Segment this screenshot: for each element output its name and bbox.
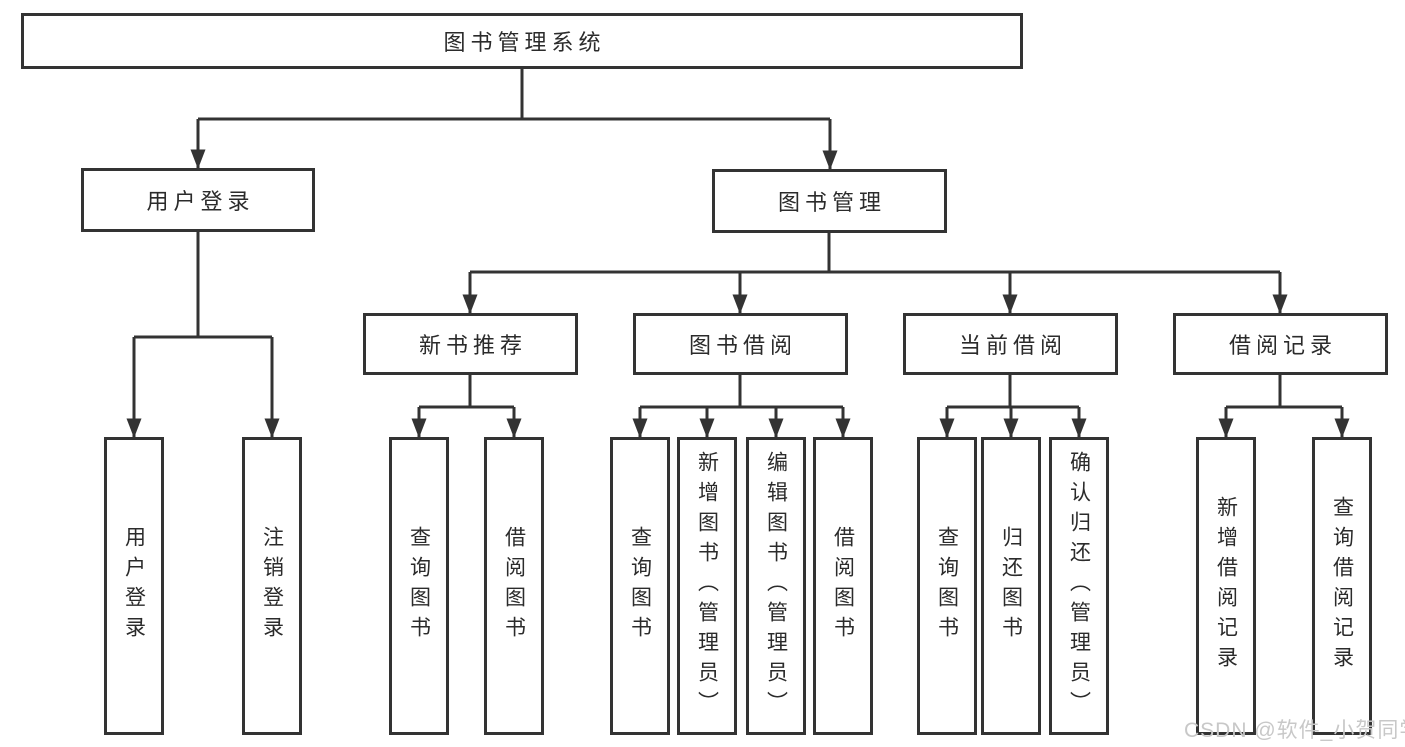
node-book-borrow: 图书借阅 [633,313,848,375]
leaf-query-borrow-record-label: 查询借阅记录 [1330,496,1354,676]
leaf-query-books-current-label: 查询图书 [935,526,959,646]
watermark-text: CSDN @软件_小贺同学 [1184,719,1405,742]
leaf-confirm-return-admin-label: 确认归还（管理员） [1067,451,1091,721]
leaf-add-borrow-record-label: 新增借阅记录 [1214,496,1238,676]
leaf-user-login: 用户登录 [104,437,164,735]
wire-book-management-to-level3 [462,233,1288,314]
node-root: 图书管理系统 [21,13,1023,69]
node-current-borrow-label: 当前借阅 [958,333,1067,358]
leaf-edit-book-admin-label: 编辑图书（管理员） [764,451,788,721]
node-borrow-records: 借阅记录 [1173,313,1388,375]
leaf-borrow-books-recommend: 借阅图书 [484,437,544,735]
leaf-query-books-current: 查询图书 [917,437,977,735]
leaf-edit-book-admin: 编辑图书（管理员） [746,437,806,735]
leaf-borrow-books-recommend-label: 借阅图书 [502,526,526,646]
leaf-return-book-label: 归还图书 [999,526,1023,646]
leaf-borrow-books-label: 借阅图书 [831,526,855,646]
leaf-user-login-label: 用户登录 [122,526,146,646]
node-new-book-recommend: 新书推荐 [363,313,578,375]
leaf-add-book-admin-label: 新增图书（管理员） [695,451,719,721]
node-user-login: 用户登录 [81,168,315,232]
node-new-book-recommend-label: 新书推荐 [418,333,527,358]
wire-root-to-level2 [190,69,838,170]
node-borrow-records-label: 借阅记录 [1228,333,1337,358]
leaf-logout-label: 注销登录 [260,526,284,646]
node-root-label: 图书管理系统 [443,30,606,55]
node-book-borrow-label: 图书借阅 [688,333,797,358]
wire-book-borrow-to-leaves [632,375,851,438]
leaf-query-books-borrow: 查询图书 [610,437,670,735]
leaf-query-books-recommend: 查询图书 [389,437,449,735]
node-book-management: 图书管理 [712,169,947,233]
leaf-query-books-recommend-label: 查询图书 [407,526,431,646]
wire-new-book-recommend-to-leaves [411,375,522,438]
leaf-query-borrow-record: 查询借阅记录 [1312,437,1372,735]
wire-current-borrow-to-leaves [939,375,1087,438]
leaf-query-books-borrow-label: 查询图书 [628,526,652,646]
node-current-borrow: 当前借阅 [903,313,1118,375]
wire-user-login-to-leaves [126,232,280,438]
leaf-borrow-books: 借阅图书 [813,437,873,735]
leaf-return-book: 归还图书 [981,437,1041,735]
node-user-login-label: 用户登录 [146,189,255,214]
node-book-management-label: 图书管理 [777,190,886,215]
wire-borrow-records-to-leaves [1218,375,1350,438]
leaf-add-borrow-record: 新增借阅记录 [1196,437,1256,735]
leaf-logout: 注销登录 [242,437,302,735]
leaf-add-book-admin: 新增图书（管理员） [677,437,737,735]
leaf-confirm-return-admin: 确认归还（管理员） [1049,437,1109,735]
